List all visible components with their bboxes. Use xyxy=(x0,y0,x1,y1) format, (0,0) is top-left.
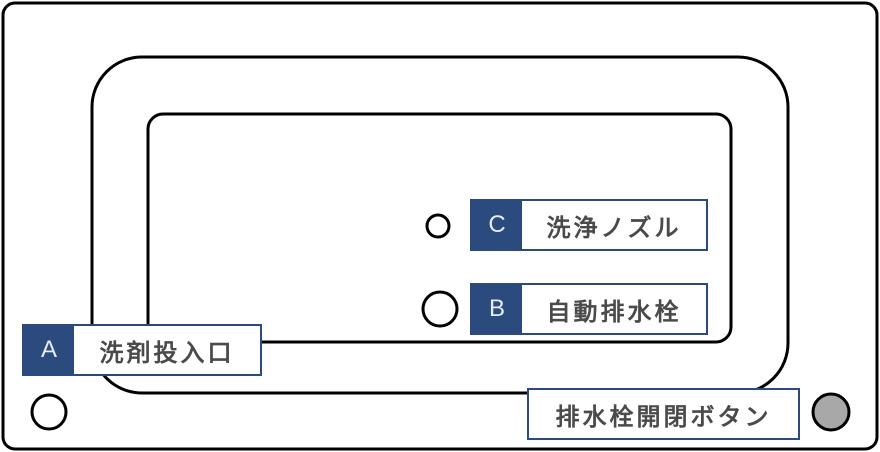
detergent-inlet-icon xyxy=(30,393,68,431)
label-c-key: C xyxy=(472,201,522,249)
label-a-detergent-inlet: A 洗剤投入口 xyxy=(22,324,262,376)
drain-button-icon[interactable] xyxy=(811,392,851,432)
label-drain-button-text: 排水栓開閉ボタン xyxy=(555,402,772,431)
label-c-nozzle: C 洗浄ノズル xyxy=(470,199,708,251)
label-drain-button: 排水栓開閉ボタン xyxy=(527,388,800,440)
label-a-text: 洗剤投入口 xyxy=(99,338,235,367)
label-c-text: 洗浄ノズル xyxy=(546,213,682,242)
tub-basin xyxy=(146,112,733,344)
label-a-key: A xyxy=(24,326,74,374)
auto-drain-icon xyxy=(421,290,459,328)
label-b-key: B xyxy=(472,285,522,333)
tub-rim xyxy=(90,55,790,395)
label-b-auto-drain: B 自動排水栓 xyxy=(470,283,708,335)
nozzle-icon xyxy=(425,213,451,239)
label-b-text: 自動排水栓 xyxy=(546,297,682,326)
